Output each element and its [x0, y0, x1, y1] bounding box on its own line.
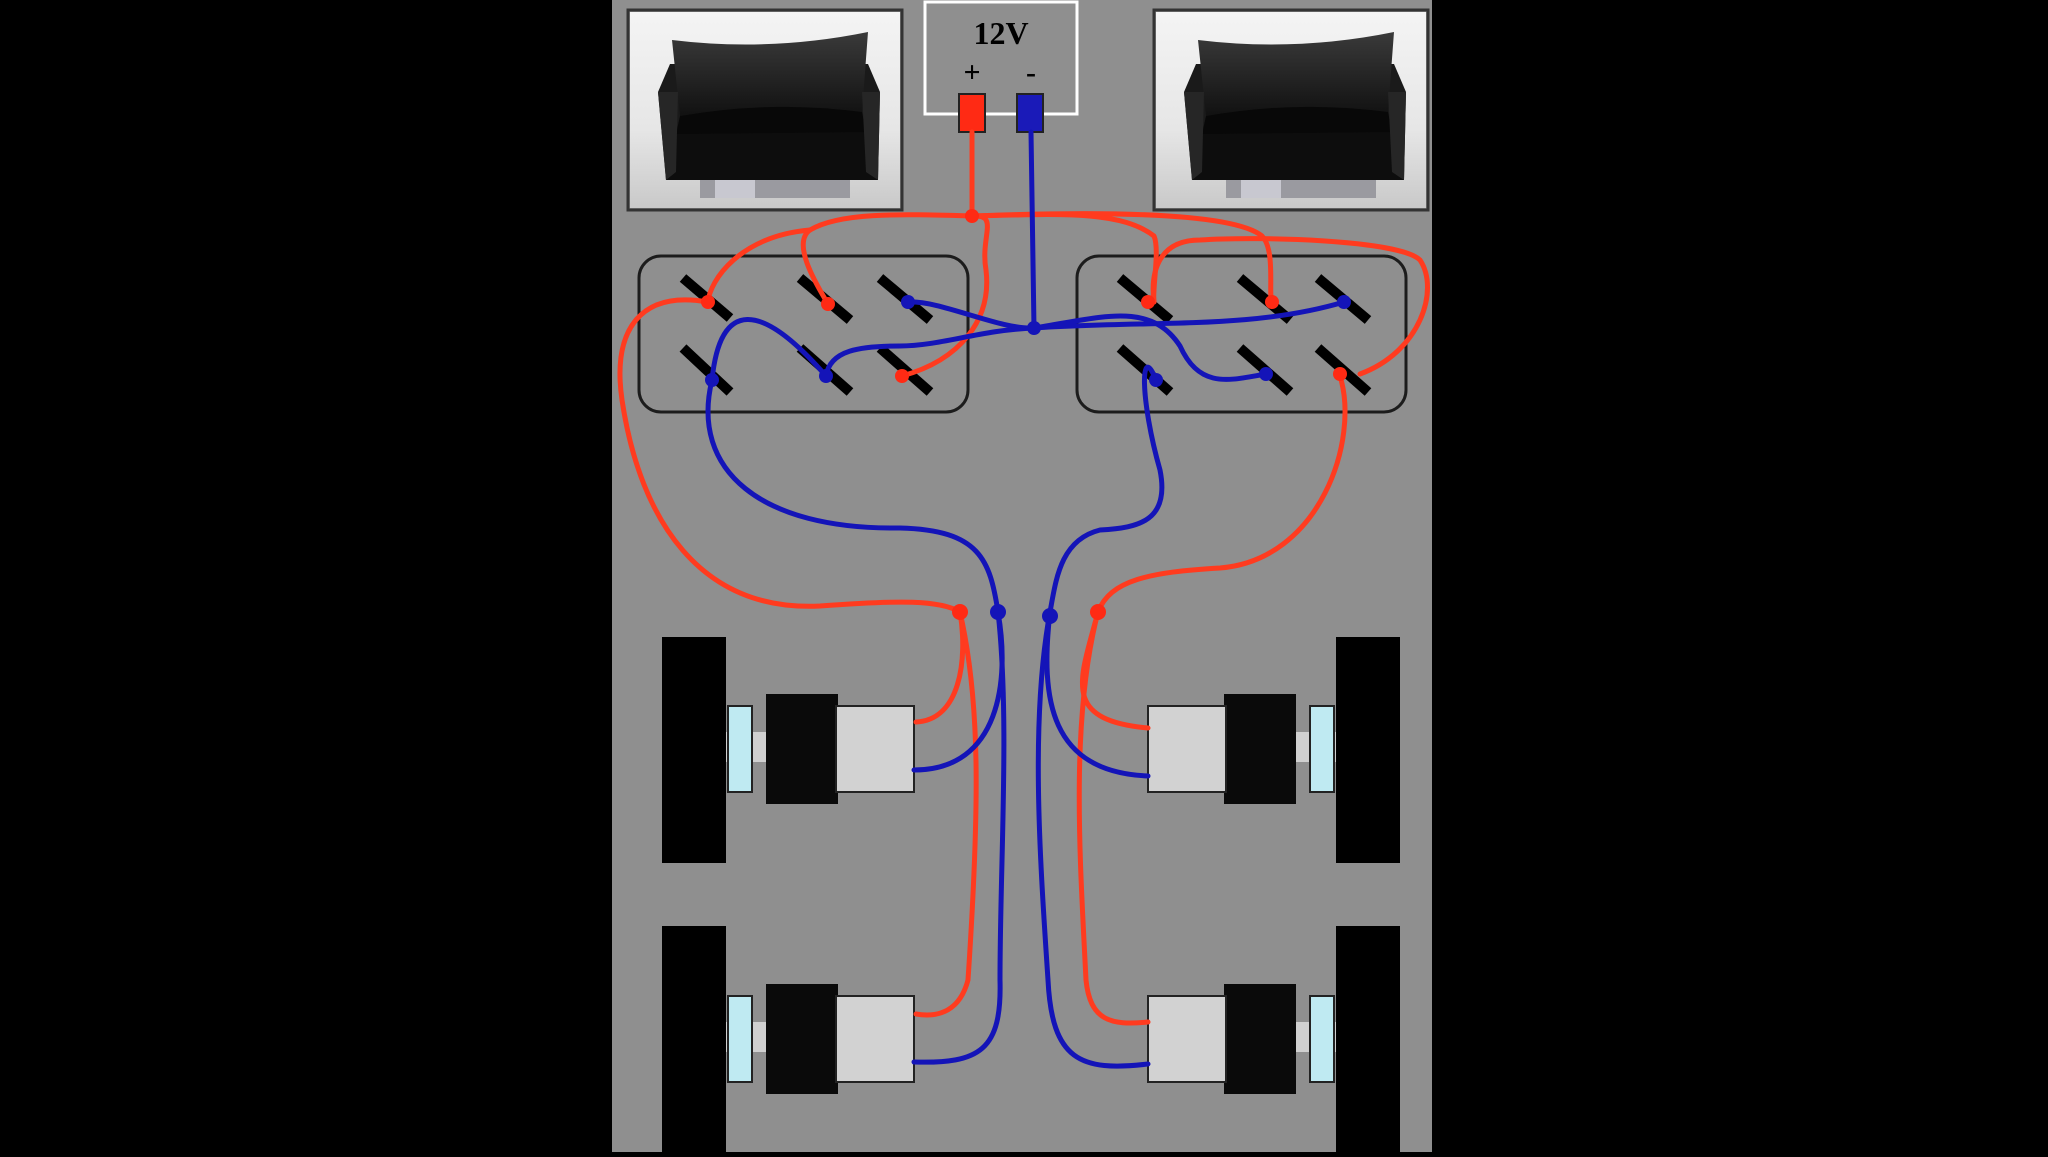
- negative-wires: [705, 129, 1347, 1069]
- motor-rear-right: [1147, 984, 1336, 1094]
- wheel-icon: [662, 926, 726, 1152]
- negative-terminal: [1016, 93, 1044, 133]
- wheel-icon: [1336, 637, 1400, 863]
- switch-terminal: [679, 344, 734, 396]
- motor-rear-left: [726, 984, 915, 1094]
- rocker-switch-icon: [1156, 12, 1426, 208]
- wheel-icon: [662, 637, 726, 863]
- positive-terminal: [958, 93, 986, 133]
- battery: 12V + -: [923, 0, 1079, 133]
- wheel-icon: [1336, 926, 1400, 1152]
- motor-front-right: [1147, 694, 1336, 804]
- motor-front-left: [726, 694, 915, 804]
- battery-voltage-label: 12V: [973, 15, 1028, 51]
- battery-plus-label: +: [963, 56, 980, 89]
- rocker-switch-photo-right: [1152, 8, 1430, 212]
- junction-dots: [701, 209, 1351, 624]
- rocker-switch-icon: [630, 12, 900, 208]
- battery-minus-label: -: [1026, 56, 1036, 89]
- rocker-switch-photo-left: [626, 8, 904, 212]
